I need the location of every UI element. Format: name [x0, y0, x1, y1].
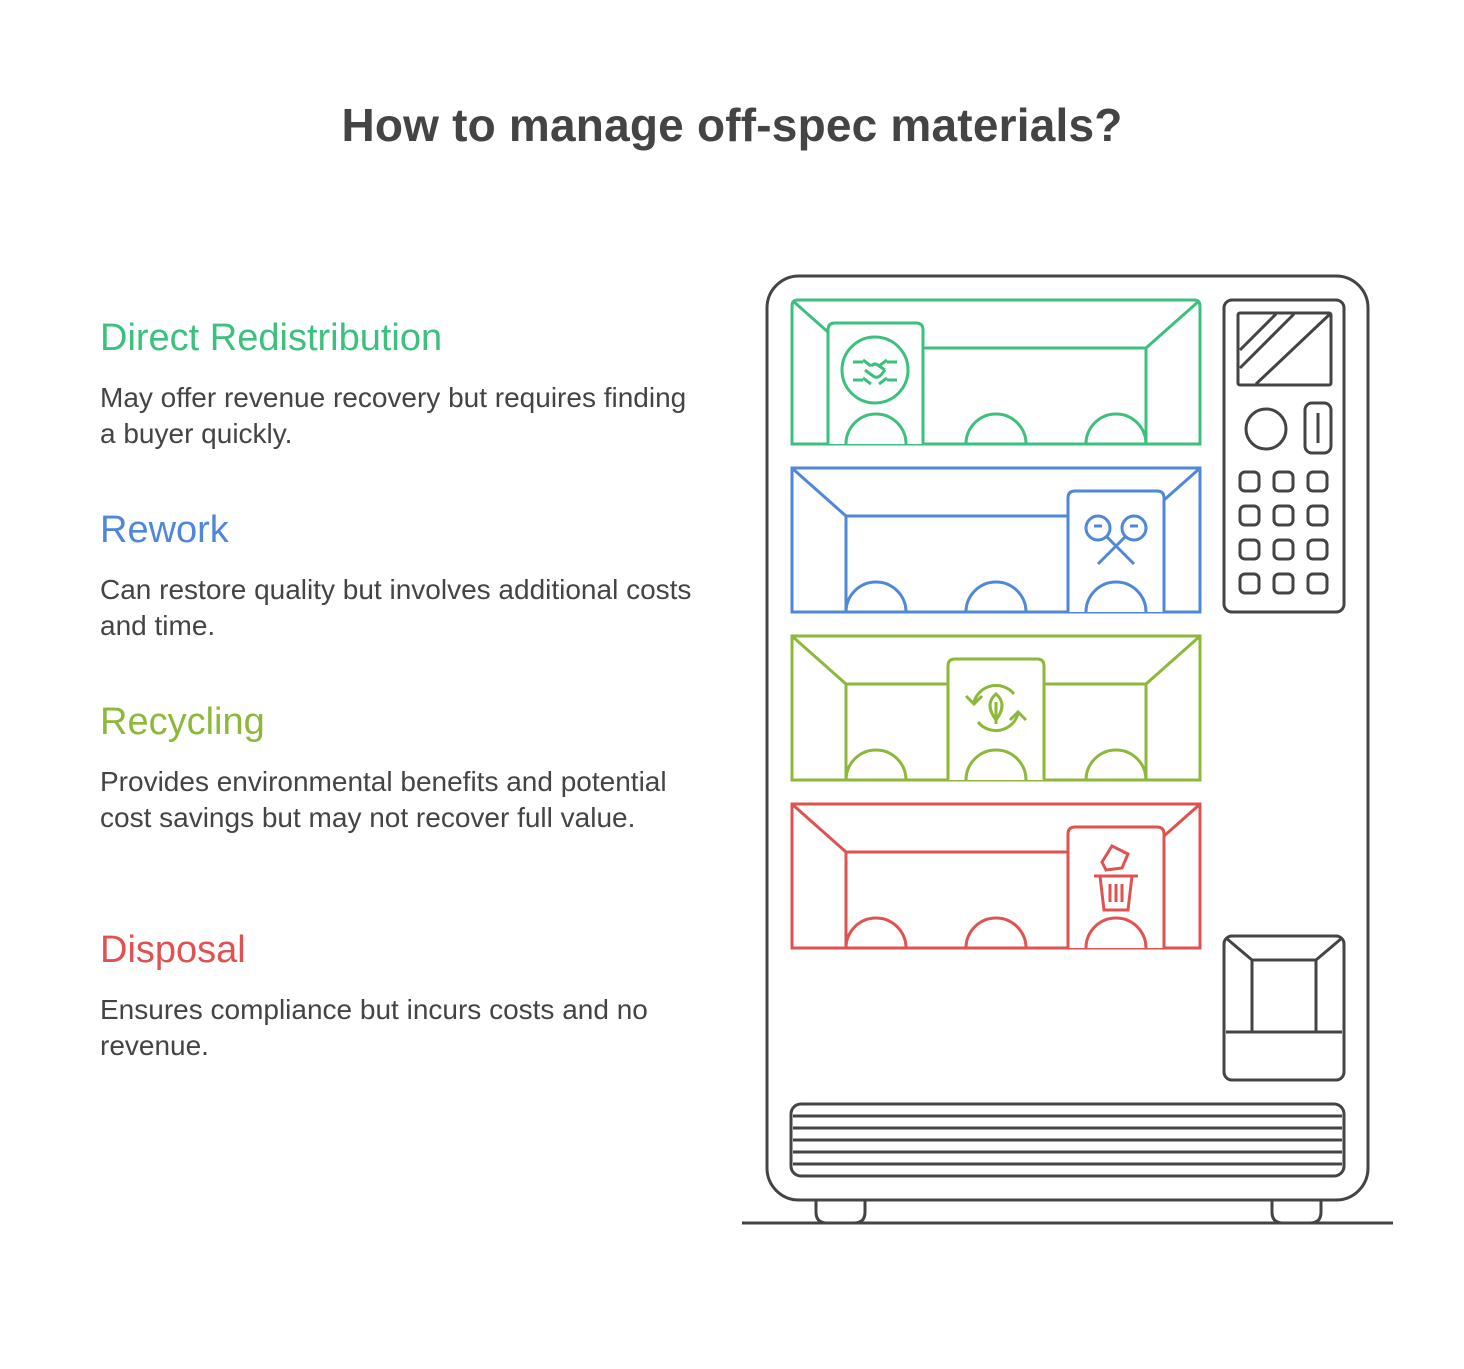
card-slot: [1303, 401, 1333, 455]
page-title: How to manage off-spec materials?: [341, 99, 1123, 151]
option-title: Recycling: [100, 701, 265, 743]
option-rework: Rework Can restore quality but involves …: [100, 508, 700, 644]
option-title: Rework: [100, 509, 229, 551]
keypad: [1238, 470, 1329, 595]
machine-foot-right: [1270, 1200, 1323, 1225]
coin-button: [1244, 407, 1288, 451]
trash-bin-icon: [1094, 844, 1138, 912]
control-panel: [1222, 298, 1346, 614]
handshake-icon: [840, 335, 910, 405]
machine-cabinet: [765, 274, 1370, 1202]
option-title: Direct Redistribution: [100, 317, 443, 359]
option-description: Ensures compliance but incurs costs and …: [100, 994, 648, 1061]
machine-foot-left: [814, 1200, 867, 1225]
shelf-direct-redistribution: [790, 298, 1202, 446]
shelf-rework: [790, 466, 1202, 614]
option-description: Can restore quality but involves additio…: [100, 574, 692, 641]
option-disposal: Disposal Ensures compliance but incurs c…: [100, 928, 700, 1064]
recycle-leaf-icon: [964, 683, 1028, 733]
option-title: Disposal: [100, 929, 246, 971]
shelf-recycling: [790, 634, 1202, 782]
wrench-tools-icon: [1084, 514, 1148, 566]
machine-body: [742, 274, 1393, 1225]
option-direct-redistribution: Direct Redistribution May offer revenue …: [100, 316, 700, 452]
option-description: May offer revenue recovery but requires …: [100, 382, 687, 449]
shelf-disposal: [790, 802, 1202, 950]
vent-grill: [789, 1102, 1346, 1178]
pickup-door: [1222, 934, 1346, 1082]
option-recycling: Recycling Provides environmental benefit…: [100, 700, 700, 836]
option-description: Provides environmental benefits and pote…: [100, 766, 667, 833]
display-screen: [1236, 311, 1333, 387]
